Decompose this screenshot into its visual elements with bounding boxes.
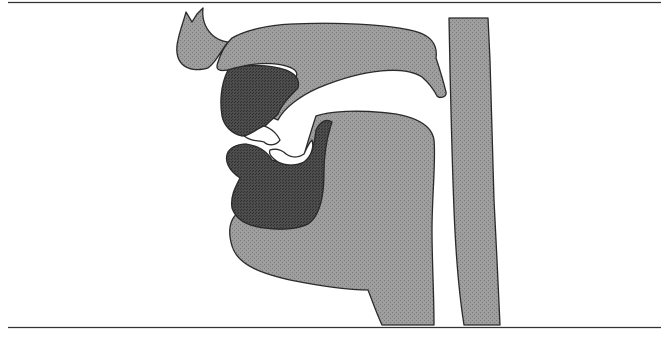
tongue <box>227 120 333 229</box>
upper-teeth <box>221 66 299 137</box>
pharynx-wall <box>449 18 500 325</box>
